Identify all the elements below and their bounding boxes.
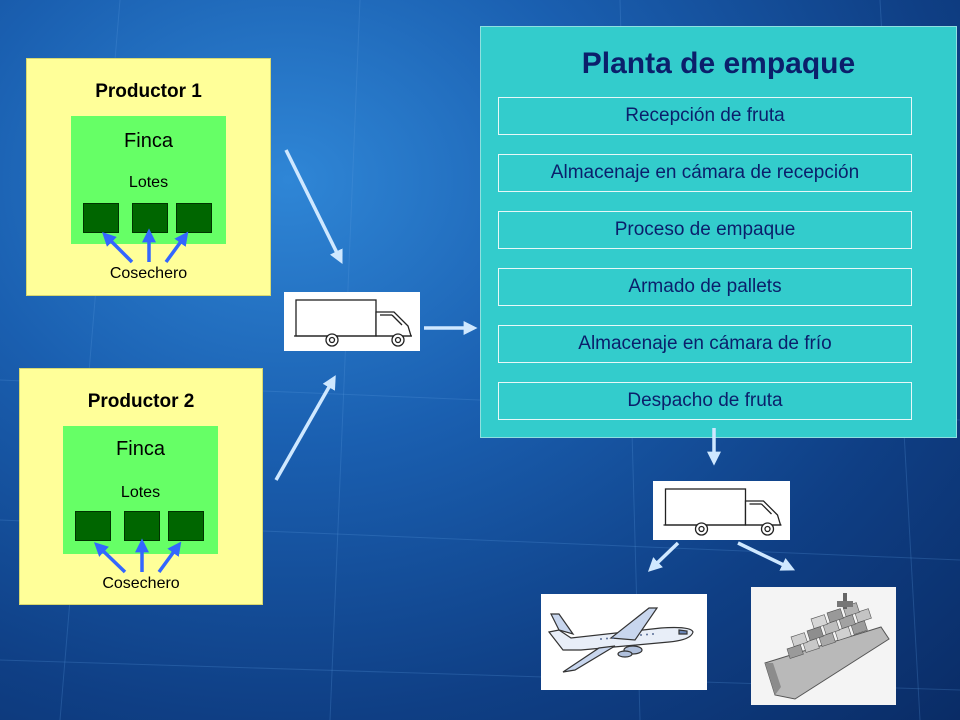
airplane-icon [547,607,694,673]
truck-2-image [653,481,790,540]
arrow-truck-ship [737,541,796,571]
finca-2-box: Finca Lotes [63,426,218,554]
lote-1a [83,203,119,233]
airplane-image [541,594,707,690]
truck-icon [294,299,412,347]
step-armado-pallets: Armado de pallets [498,268,912,306]
arrow-productor2-truck [274,375,336,481]
step-proceso-empaque: Proceso de empaque [498,211,912,249]
lote-2c [168,511,204,541]
lote-1c [176,203,212,233]
step-recepcion: Recepción de fruta [498,97,912,135]
productor-1-title: Productor 1 [95,81,202,102]
lotes-1-label: Lotes [128,174,169,191]
finca-2-title: Finca [116,438,165,460]
container-ship-icon [764,593,890,700]
arrow-truck-airplane [647,541,680,572]
cosechero-2-label: Cosechero [102,575,180,592]
truck-1-image [284,292,420,351]
planta-title: Planta de empaque [581,47,856,80]
finca-1-title: Finca [124,130,173,152]
cosechero-1-label: Cosechero [109,265,188,282]
productor-2-box: Productor 2 Finca Lotes Cosechero [19,368,263,605]
lote-2a [75,511,111,541]
truck-icon [663,488,782,536]
finca-1-box: Finca Lotes [71,116,226,244]
arrow-productor1-truck [284,149,343,265]
lote-2b [124,511,160,541]
step-almacenaje-recepcion: Almacenaje en cámara de recepción [498,154,912,192]
step-despacho: Despacho de fruta [498,382,912,420]
productor-2-title: Productor 2 [87,391,195,412]
lote-1b [132,203,168,233]
lotes-2-label: Lotes [120,484,161,501]
step-almacenaje-frio: Almacenaje en cámara de frío [498,325,912,363]
ship-image [751,587,896,705]
cosechero-2-arrows [93,538,182,574]
planta-de-empaque-box: Planta de empaque Recepción de fruta Alm… [480,26,957,438]
cosechero-1-arrows [102,228,189,264]
